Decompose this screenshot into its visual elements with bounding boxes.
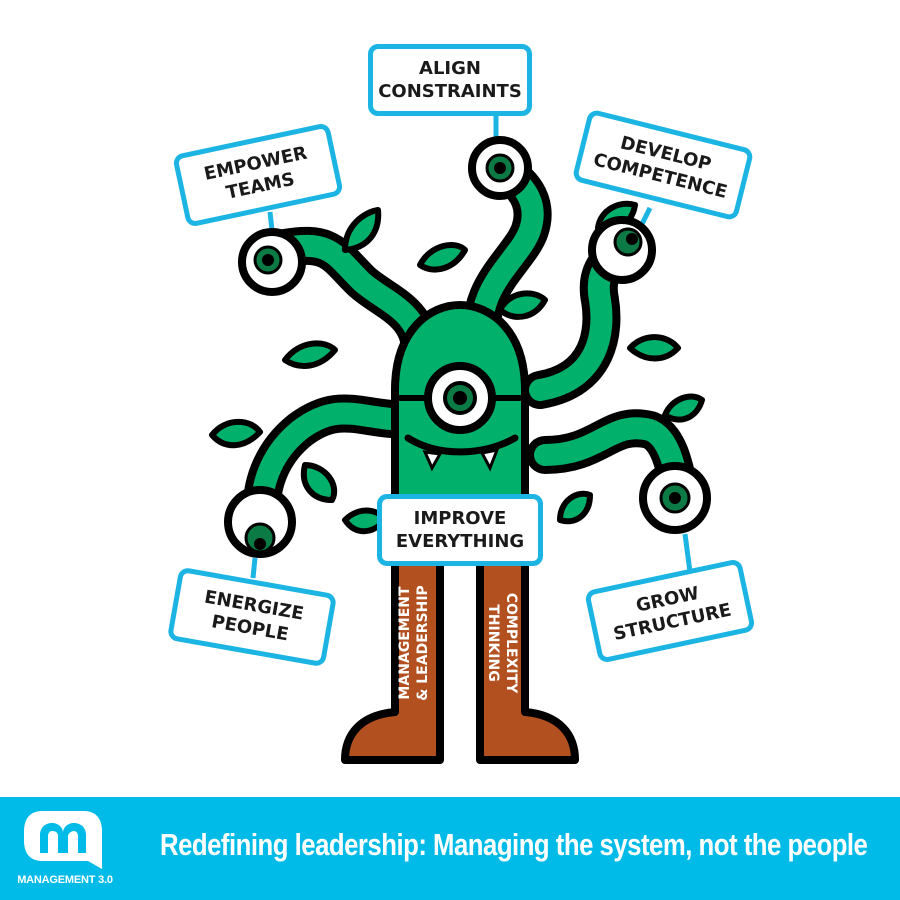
leg-label-complexity-thinking: COMPLEXITY THINKING: [484, 573, 520, 713]
right-leg: [476, 556, 579, 764]
eye-energize: [224, 486, 296, 558]
footer-banner: MANAGEMENT 3.0 Redefining leadership: Ma…: [0, 797, 900, 900]
eye-develop: [588, 216, 656, 284]
fang: [479, 447, 500, 472]
leaf: [342, 207, 382, 253]
eye-grow: [639, 462, 711, 534]
label-line: CONSTRAINTS: [378, 81, 522, 102]
leaf: [497, 290, 548, 320]
leaf: [282, 340, 338, 369]
eye-align: [468, 136, 532, 200]
connector-energize: [250, 557, 258, 579]
leaf: [300, 462, 337, 503]
leaf: [209, 418, 263, 449]
label-line: IMPROVE: [413, 508, 507, 529]
leaves: [209, 200, 705, 535]
management30-logo-icon: [24, 811, 102, 869]
logo-text: MANAGEMENT 3.0: [17, 874, 113, 886]
leg-line: & LEADERSHIP: [415, 585, 431, 701]
leaf: [417, 242, 468, 273]
label-line: ALIGN: [419, 58, 481, 79]
leg-line: THINKING: [485, 604, 501, 682]
leg-line: COMPLEXITY: [503, 592, 519, 694]
management-monster-illustration: [209, 112, 711, 764]
label-line: EVERYTHING: [395, 531, 525, 552]
legs: [341, 556, 579, 764]
mouth: [404, 434, 519, 456]
tagline: Redefining leadership: Managing the syst…: [160, 827, 868, 862]
fang: [422, 450, 443, 472]
connector-empower: [267, 211, 275, 231]
left-leg: [341, 556, 444, 764]
leaf: [557, 490, 593, 525]
connector-lines: [250, 112, 693, 579]
eye-empower: [238, 228, 306, 296]
connector-develop: [639, 206, 653, 226]
leaf: [627, 334, 681, 362]
leaf: [662, 393, 705, 423]
tentacle-eyes: [224, 136, 711, 558]
leg-label-management-leadership: MANAGEMENT & LEADERSHIP: [396, 573, 432, 713]
leg-line: MANAGEMENT: [397, 586, 413, 700]
connector-grow: [682, 533, 693, 573]
